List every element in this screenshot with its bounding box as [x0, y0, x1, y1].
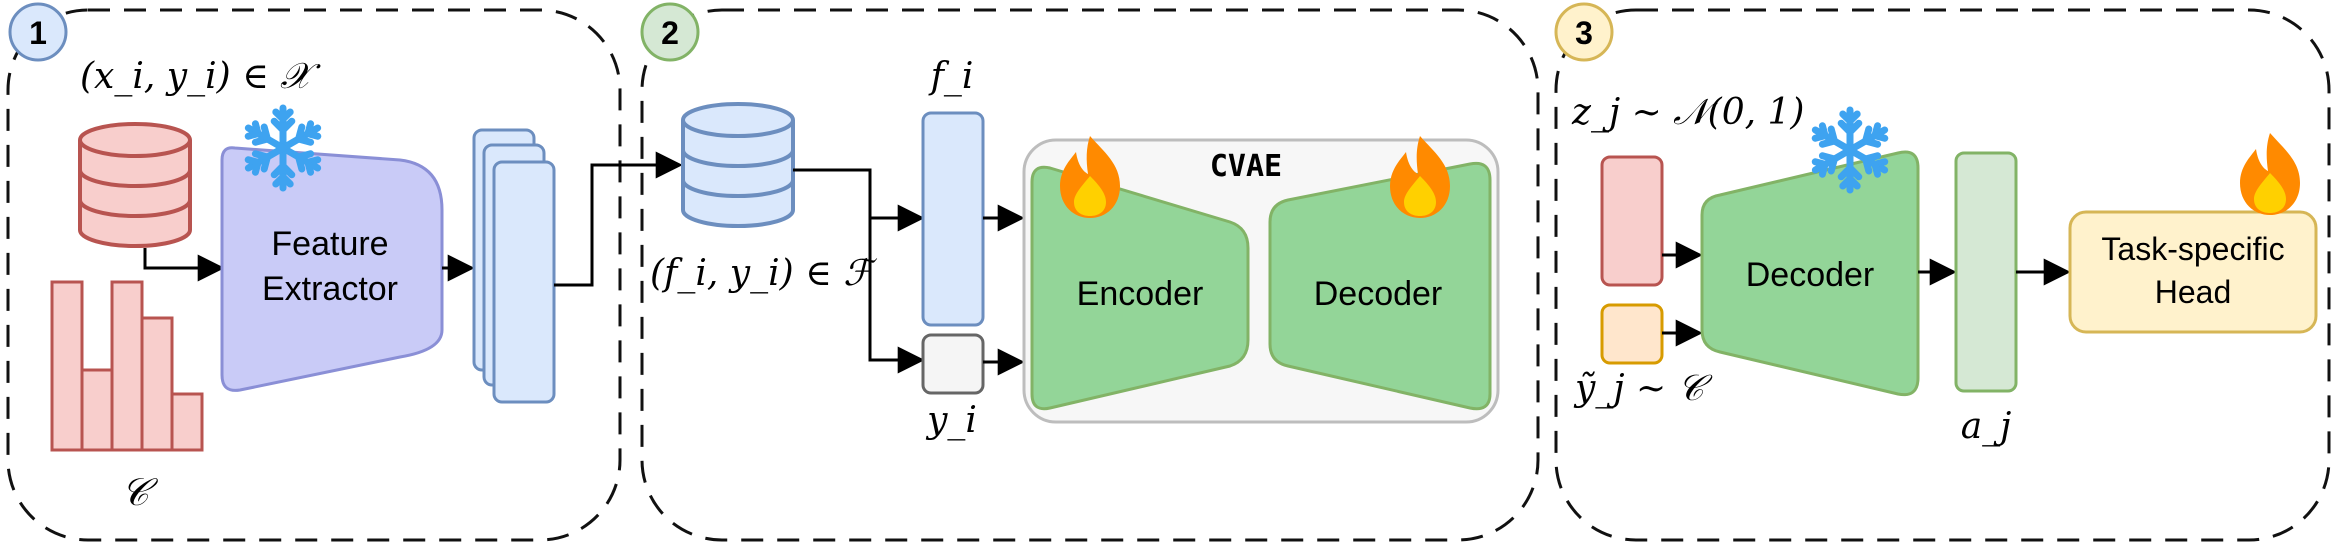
arrow-features-to-dataset	[554, 151, 683, 287]
task-head-block	[2068, 210, 2318, 334]
a-label: a_j	[1961, 406, 2012, 447]
frozen-decoder-block	[1700, 150, 1920, 397]
task-head-line1: Task-specific	[2101, 231, 2284, 267]
y-label: y_i	[925, 400, 977, 441]
histogram-bar	[140, 316, 174, 452]
f-label: f_i	[928, 56, 974, 97]
z-vector	[1600, 155, 1664, 287]
y-tilde-label: ỹ_j ∼ 𝒞	[1573, 368, 1714, 409]
panel-1-frame	[6, 8, 622, 542]
y-tilde-vector	[1600, 303, 1664, 365]
f-vector	[921, 111, 985, 327]
task-head-line2: Head	[2155, 274, 2232, 310]
feature-dataset-icon	[681, 102, 795, 228]
panel-3-number: 3	[1575, 15, 1593, 51]
y-vector	[921, 333, 985, 395]
encoder-block	[1030, 165, 1250, 411]
z-label: z_j ∼ 𝒩(0, 1)	[1571, 92, 1804, 133]
encoder-label: Encoder	[1077, 275, 1204, 313]
trainable-flame-icon-head	[2240, 133, 2300, 215]
panel-3-frame	[1554, 8, 2331, 542]
feature-dataset-label: (f_i, y_i) ∈ ℱ	[650, 253, 877, 294]
arrow-db-to-extractor	[143, 248, 225, 282]
panel-2-frame	[640, 8, 1540, 542]
trainable-flame-icon-encoder	[1060, 136, 1120, 218]
panel-2-number: 2	[661, 15, 679, 51]
cvae-title: CVAE	[1210, 149, 1282, 184]
histogram-bar	[110, 280, 144, 452]
frozen-snowflake-icon	[244, 104, 322, 192]
histogram-bar	[170, 392, 204, 452]
decoder-label: Decoder	[1314, 275, 1443, 313]
decoder-block	[1268, 161, 1492, 411]
feature-extractor-line2: Extractor	[262, 270, 398, 308]
class-dist-label: 𝒞	[121, 470, 158, 514]
histogram-bar	[80, 368, 114, 452]
raw-dataset-icon	[78, 122, 192, 248]
frozen-decoder-label: Decoder	[1746, 256, 1875, 294]
panel-2-badge: 2	[640, 2, 700, 62]
frozen-snowflake-icon-decoder	[1811, 106, 1889, 194]
class-distribution-histogram	[50, 280, 204, 452]
panel-3-badge: 3	[1554, 2, 1614, 62]
panel-1-badge: 1	[8, 2, 68, 62]
panel-1-number: 1	[29, 15, 47, 51]
histogram-bar	[50, 280, 84, 452]
feature-extractor-line1: Feature	[271, 225, 388, 263]
trainable-flame-icon-decoder	[1390, 136, 1450, 218]
a-vector	[1954, 151, 2018, 393]
dataset-x-label: (x_i, y_i) ∈ 𝒳	[80, 56, 321, 97]
arrow-dataset-to-y	[868, 218, 925, 374]
feature-extractor-block	[220, 146, 444, 392]
arrow-dataset-to-f	[793, 168, 925, 232]
feature-stack-icon	[472, 128, 556, 404]
